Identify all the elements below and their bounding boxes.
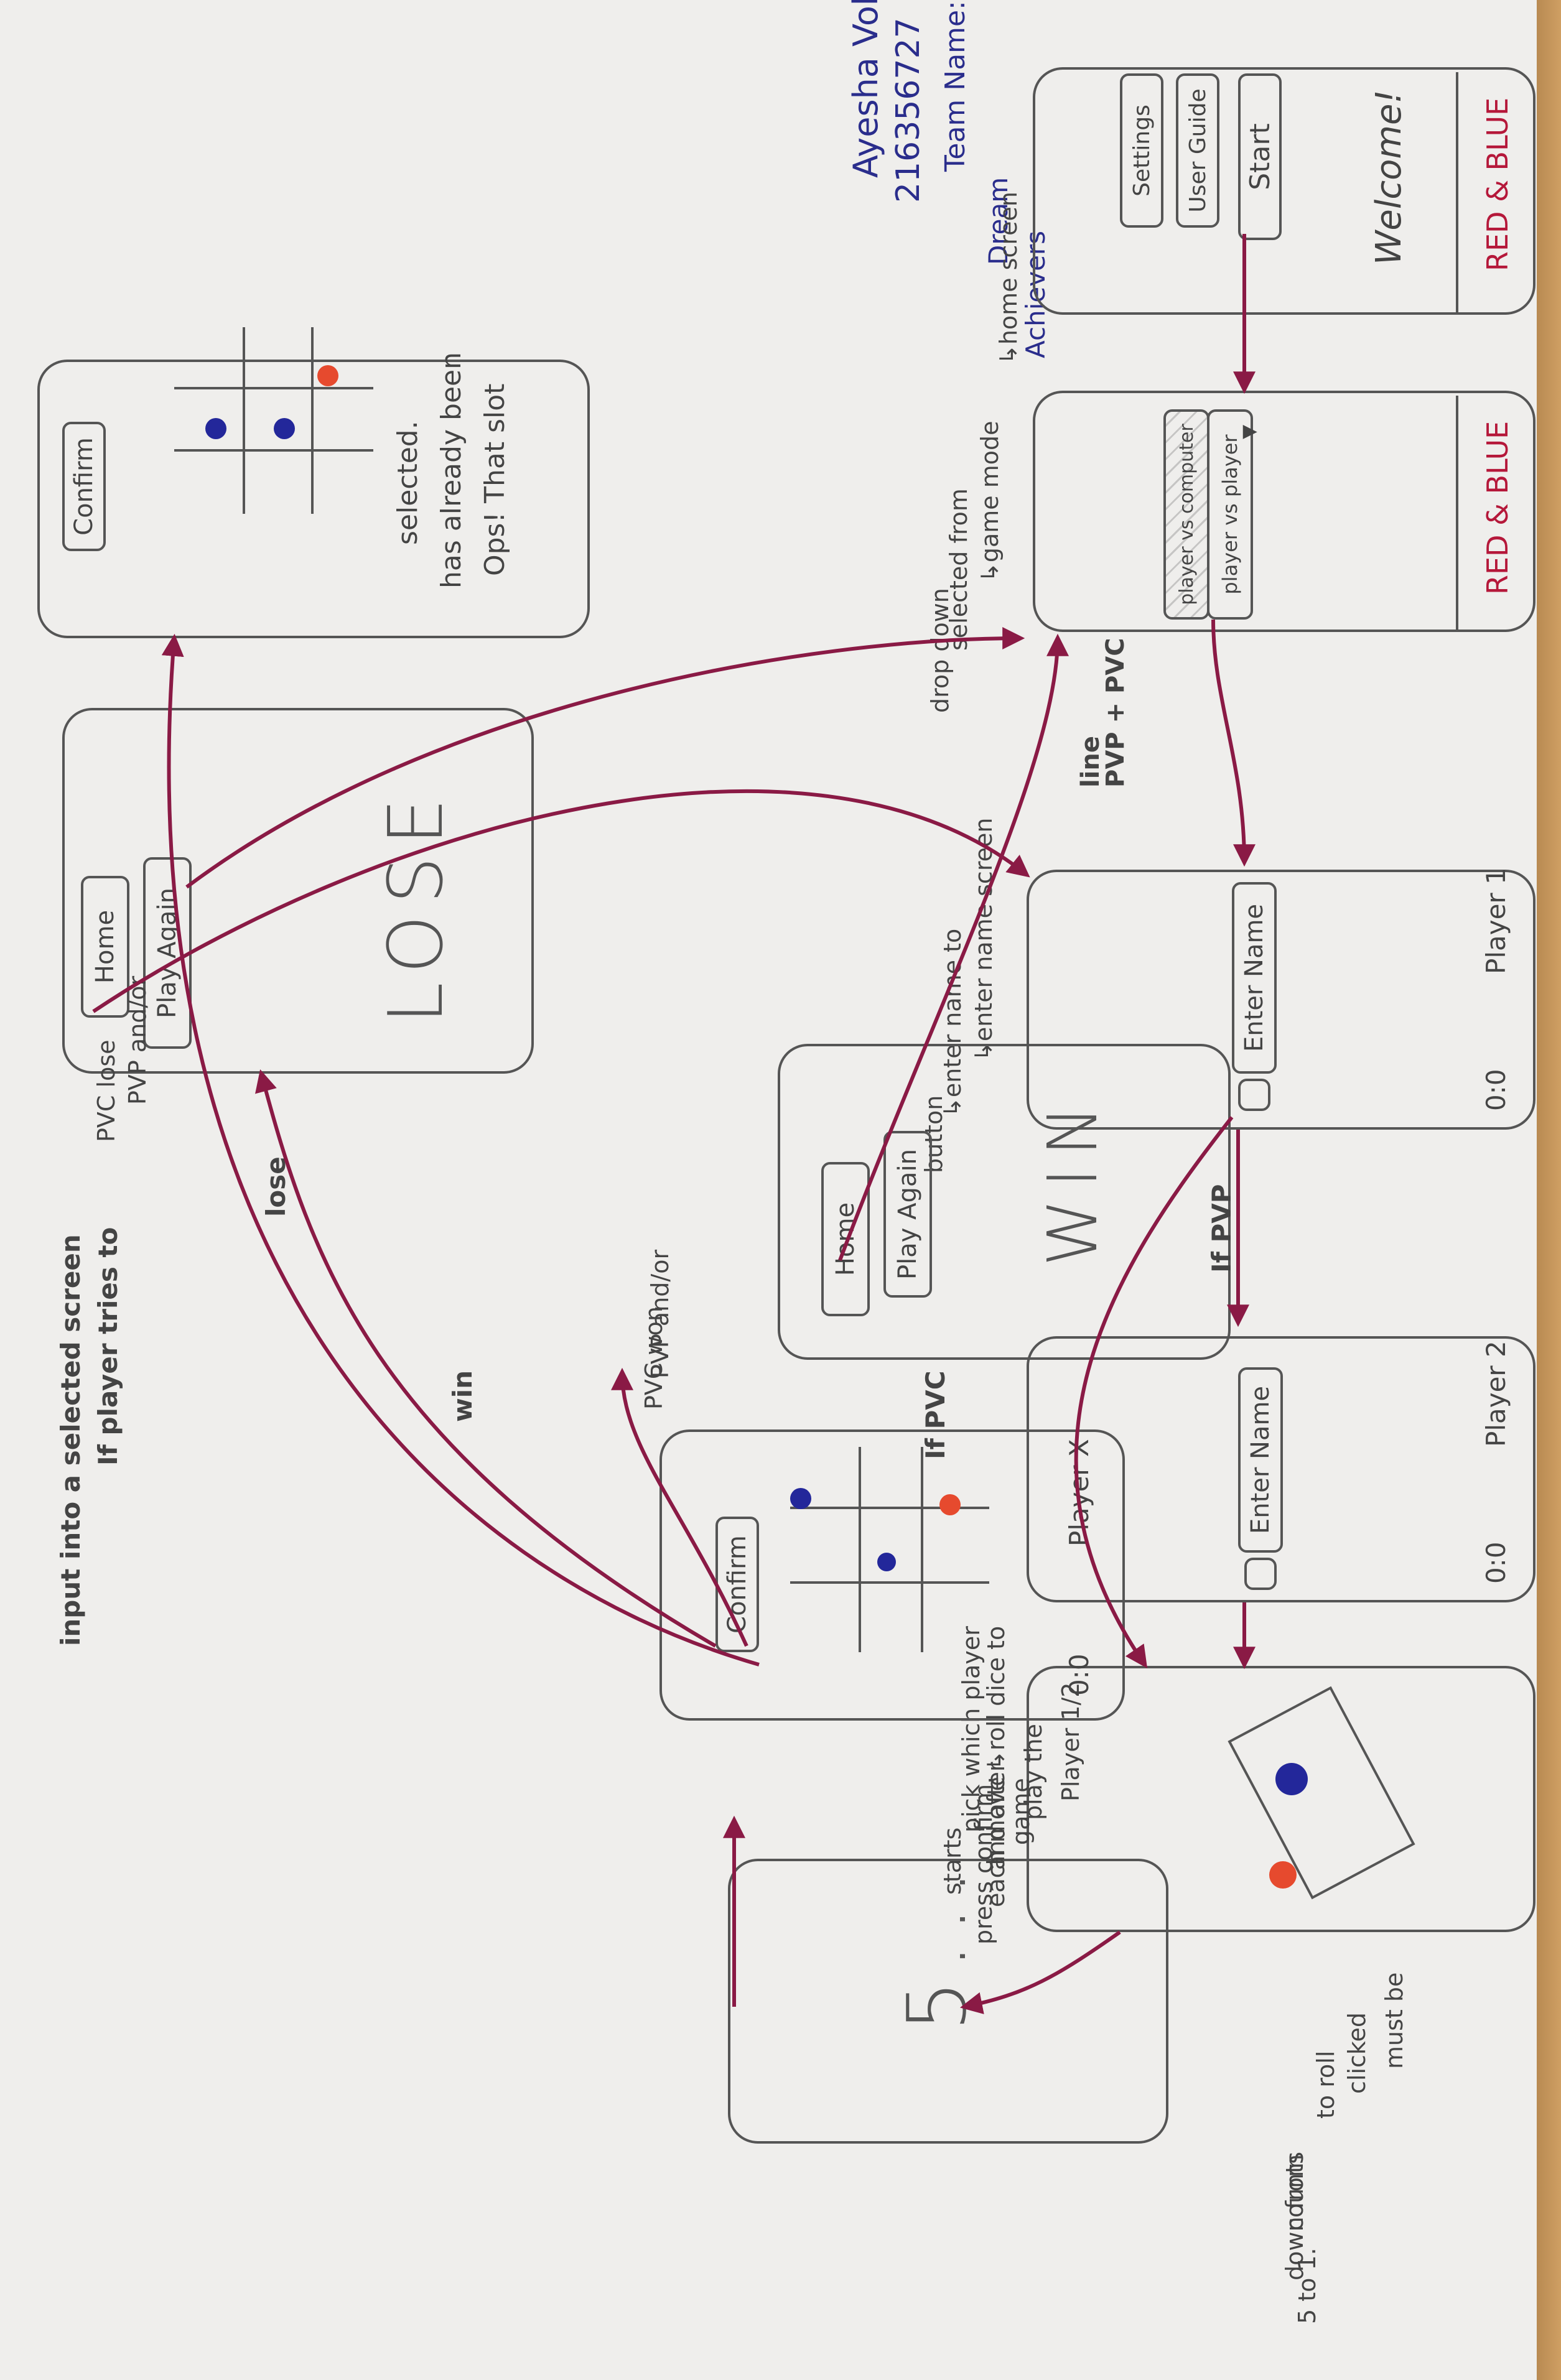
arrow-dice-to-countdown — [959, 1930, 1121, 2014]
arrow-mode-to-p1 — [1211, 619, 1256, 867]
arrow-game-to-lose — [255, 1069, 717, 1648]
arrow-game-to-error — [161, 633, 760, 1666]
arrow-game-to-win — [611, 1367, 748, 1647]
arrow-p1-to-dice — [1074, 1116, 1234, 1668]
arrow-win-to-mode — [838, 633, 1069, 1262]
arrow-lose-to-mode — [185, 627, 1025, 889]
desk-edge — [1537, 0, 1561, 2380]
arrow-lose-home-to-p1 — [92, 789, 1030, 1013]
